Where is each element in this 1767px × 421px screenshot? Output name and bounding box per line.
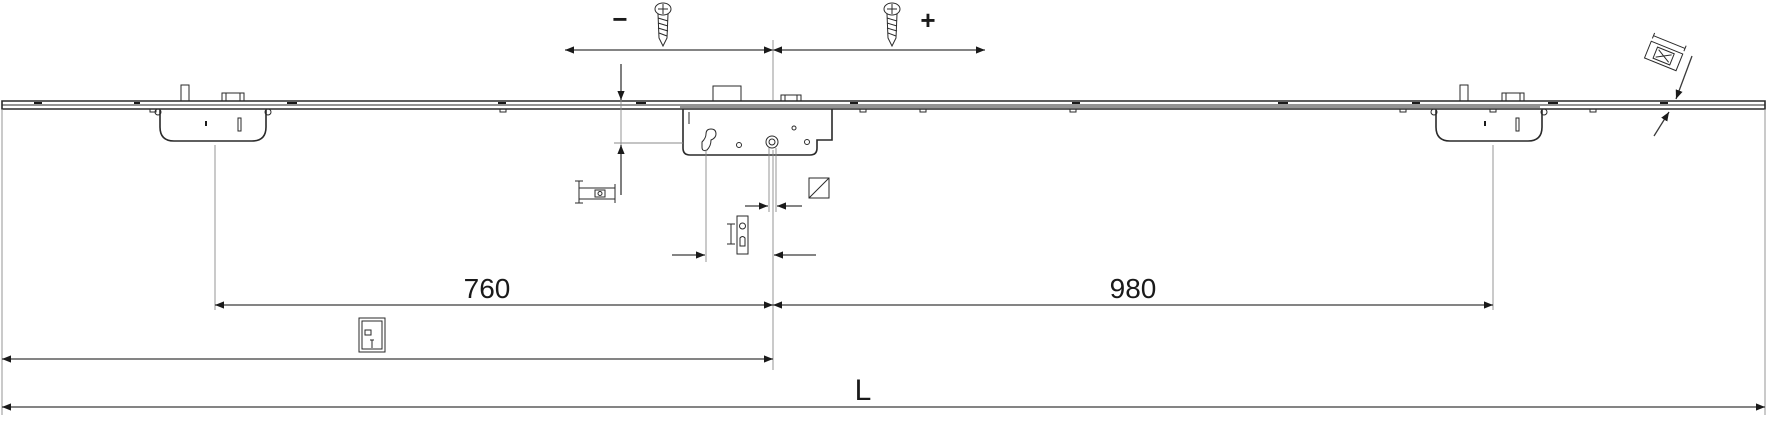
backset-dimension xyxy=(614,64,683,195)
left-hook-bolt xyxy=(154,84,272,142)
dimension-980-label: 980 xyxy=(1110,273,1157,304)
center-lock-case xyxy=(682,85,833,156)
backset-icon xyxy=(575,180,616,204)
plus-label: + xyxy=(920,5,935,35)
screw-icon xyxy=(883,2,901,48)
screw-icon xyxy=(654,2,672,48)
distance-dimension xyxy=(672,150,816,262)
dimension-760: 760 xyxy=(215,273,773,309)
faceplate-width-dimension xyxy=(1653,55,1693,137)
total-length-dimension: L xyxy=(2,374,1765,411)
door-height-icon xyxy=(358,317,386,353)
dimension-980: 980 xyxy=(773,273,1493,309)
distance-icon xyxy=(727,215,749,255)
faceplate-width-icon xyxy=(1643,32,1687,72)
spindle-square-icon xyxy=(808,177,830,199)
dimension-760-label: 760 xyxy=(464,273,511,304)
adjust-range: − + xyxy=(565,4,985,100)
right-hook-bolt xyxy=(1430,84,1548,142)
total-length-label: L xyxy=(855,374,872,407)
spindle-dimension xyxy=(745,148,802,212)
minus-label: − xyxy=(612,4,627,34)
